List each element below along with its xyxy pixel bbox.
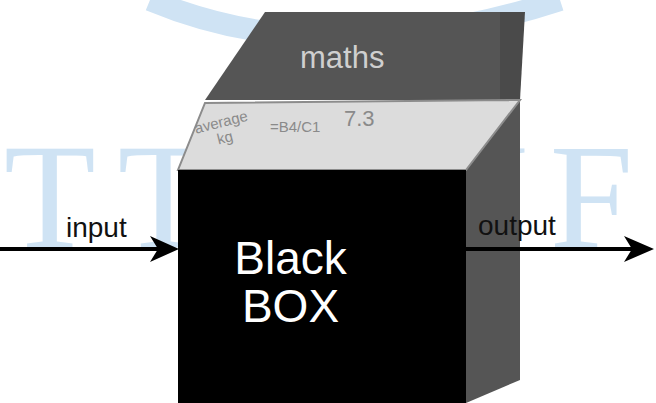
maths-panel: maths xyxy=(200,12,525,100)
output-arrow xyxy=(466,247,640,251)
box-title: Black BOX xyxy=(208,234,373,331)
input-label: input xyxy=(66,213,127,242)
input-arrowhead xyxy=(150,236,179,262)
output-label: output xyxy=(478,211,556,240)
panel-title: maths xyxy=(300,42,384,75)
panel-edge xyxy=(500,12,525,100)
formula-text: =B4/C1 xyxy=(270,119,320,135)
black-box-front: Black BOX xyxy=(178,170,466,403)
top-face: average kg=B4/C17.3 xyxy=(178,100,520,170)
input-arrow xyxy=(0,247,168,251)
output-arrowhead xyxy=(624,236,654,262)
result-value: 7.3 xyxy=(344,107,375,130)
